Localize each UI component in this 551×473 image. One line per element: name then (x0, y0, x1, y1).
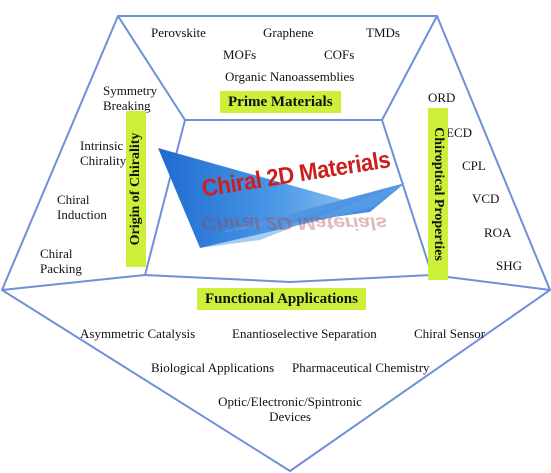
banner-functional-applications: Functional Applications (197, 288, 366, 310)
property-roa: ROA (484, 225, 512, 240)
origin-chiral-induction: Chiral Induction (57, 192, 107, 222)
material-perovskite: Perovskite (151, 25, 206, 40)
wedge-graphic (158, 148, 405, 248)
banner-origin-of-chirality: Origin of Chirality (126, 111, 146, 267)
application-chiral-sensor: Chiral Sensor (414, 326, 486, 341)
inner-pentagon (143, 119, 434, 284)
property-cpl: CPL (462, 158, 486, 173)
connector-top-left (117, 15, 186, 121)
application-optic-electronic-spintronic-devices: Optic/Electronic/Spintronic Devices (218, 394, 362, 424)
material-organic-nanoassemblies: Organic Nanoassemblies (225, 69, 355, 84)
property-ecd: ECD (446, 125, 472, 140)
material-graphene: Graphene (263, 25, 314, 40)
origin-intrinsic-chirality: Intrinsic Chirality (80, 138, 127, 168)
application-biological-applications: Biological Applications (151, 360, 275, 375)
connector-right (431, 274, 551, 291)
origin-symmetry-breaking: Symmetry Breaking (103, 83, 158, 113)
application-enantioselective-separation: Enantioselective Separation (232, 326, 377, 341)
origin-chiral-packing: Chiral Packing (40, 246, 82, 276)
application-pharmaceutical-chemistry: Pharmaceutical Chemistry (292, 360, 430, 375)
banner-chiroptical-properties: Chiroptical Properties (428, 108, 448, 280)
outer-pentagon (0, 15, 551, 473)
application-asymmetric-catalysis: Asymmetric Catalysis (80, 326, 196, 341)
material-mofs: MOFs (223, 47, 257, 62)
property-vcd: VCD (472, 191, 500, 206)
material-tmds: TMDs (366, 25, 400, 40)
connector-left (1, 274, 146, 291)
banner-prime-materials: Prime Materials (220, 91, 341, 113)
center-title-reflection: Chiral 2D Materials (199, 212, 389, 233)
connector-top-right (381, 15, 438, 121)
material-cofs: COFs (324, 47, 355, 62)
property-ord: ORD (428, 90, 456, 105)
property-shg: SHG (496, 258, 523, 273)
